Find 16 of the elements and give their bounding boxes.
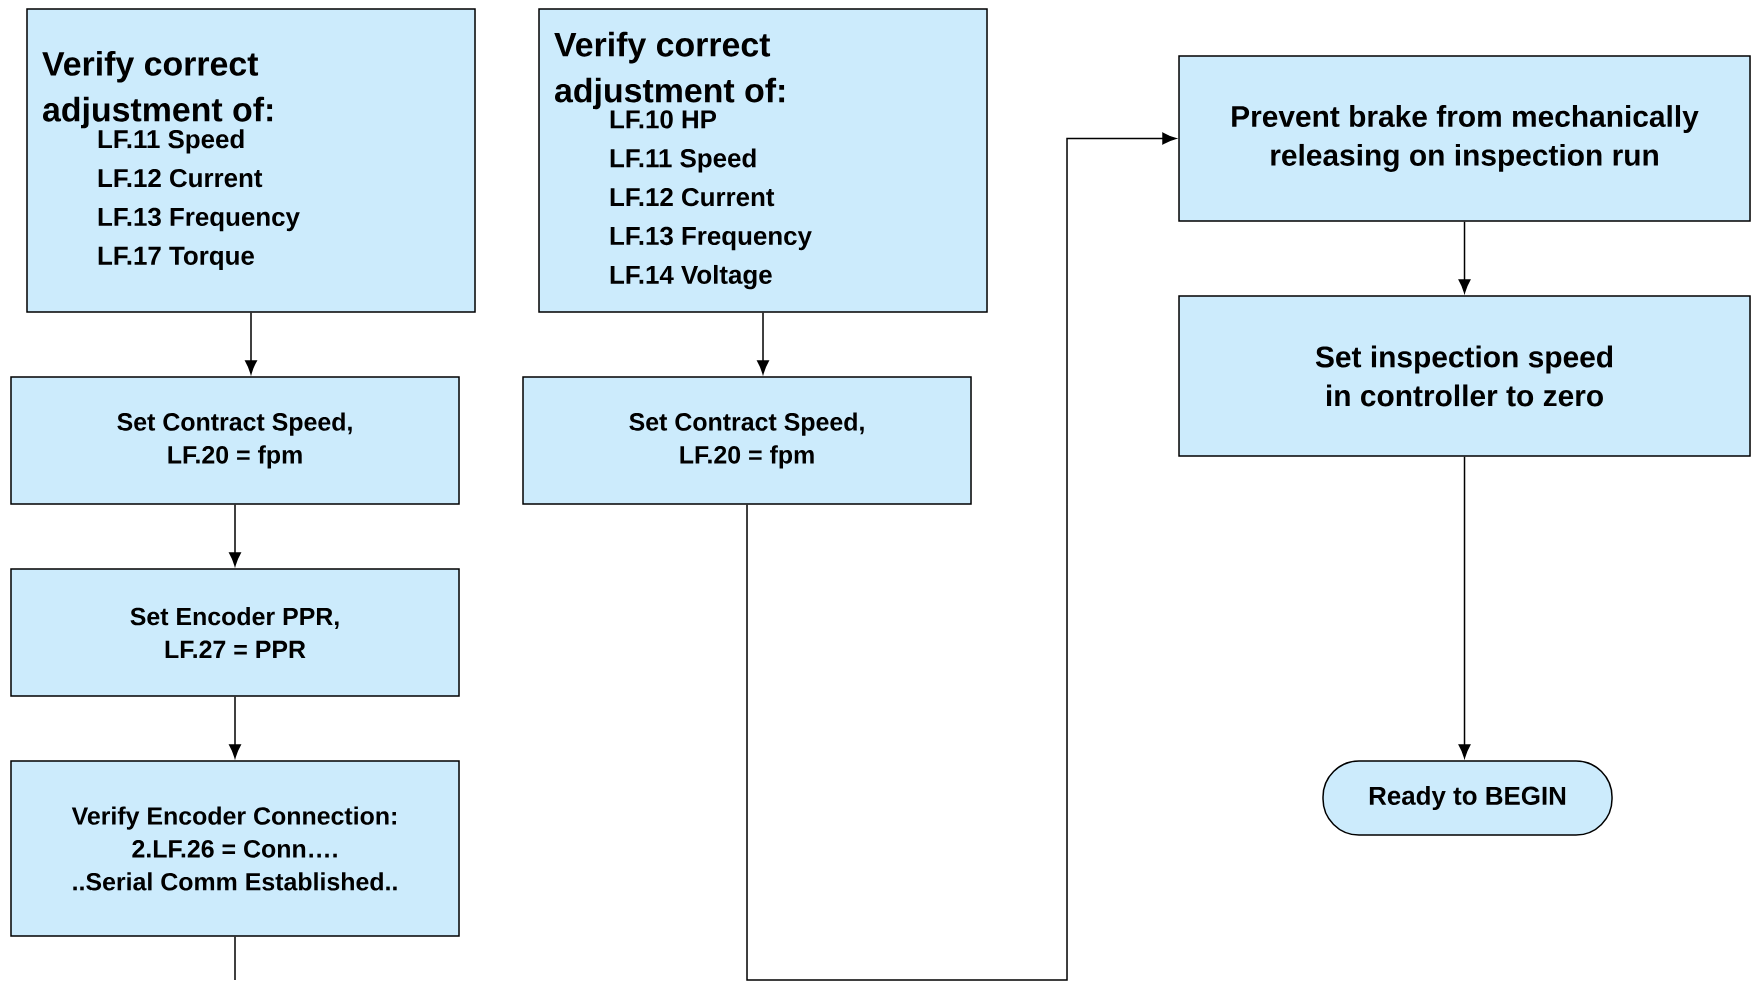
arrow [229,504,241,567]
arrow [1458,221,1471,294]
arrow [229,696,241,759]
arrow [1458,456,1471,759]
step-box: Prevent brake from mechanically releasing on inspection run [1178,55,1751,222]
arrow [746,132,1177,981]
arrow [245,312,257,375]
step-box: Verify correct adjustment of: LF.10 HP LF.11 Speed LF.12 Current LF.13 Frequency LF.14 Voltage [538,8,988,313]
arrow [757,312,769,375]
step-box: Set Contract Speed, LF.20 = fpm [10,376,460,505]
step-box: Verify Encoder Connection: 2.LF.26 = Conn…. ..Serial Comm Established.. [10,760,460,937]
step-box: Set Contract Speed, LF.20 = fpm [522,376,972,505]
step-box: Set inspection speed in controller to zero [1178,295,1751,457]
terminal-pill: Ready to BEGIN [1322,760,1613,836]
step-box: Set Encoder PPR, LF.27 = PPR [10,568,460,697]
step-box: Verify correct adjustment of: LF.11 Speed LF.12 Current LF.13 Frequency LF.17 Torque [26,8,476,313]
